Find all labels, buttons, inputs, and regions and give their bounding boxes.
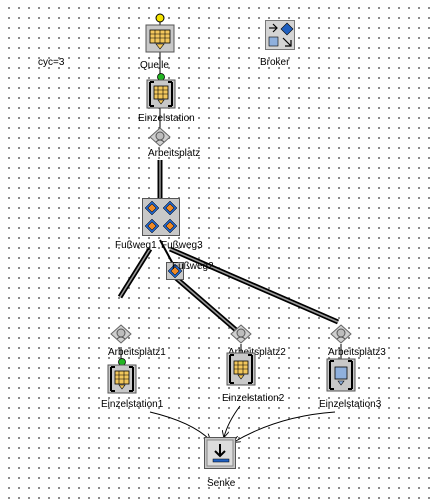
senke-node[interactable] [204, 437, 236, 469]
fussweg2-node[interactable] [166, 262, 184, 280]
walkway-hub-node[interactable] [142, 198, 180, 236]
einzelstation-node[interactable] [146, 73, 176, 109]
arbeitsplatz3-label: Arbeitsplatz3 [328, 347, 386, 358]
workplace-icon [110, 324, 132, 344]
cycle-label: cyc=3 [38, 57, 65, 68]
broker-node[interactable] [265, 20, 295, 50]
workplace-icon [149, 127, 171, 147]
broker-icon [265, 20, 295, 50]
workplace-icon [230, 324, 252, 344]
fussweg1-label: Fußweg1 [115, 240, 157, 251]
connector-es2-senke[interactable] [224, 405, 241, 437]
arbeitsplatz2-label: Arbeitsplatz2 [228, 347, 286, 358]
arbeitsplatz1-node[interactable] [110, 324, 132, 344]
arbeitsplatz2-node[interactable] [230, 324, 252, 344]
fussweg3-label: Fußweg3 [161, 240, 203, 251]
arbeitsplatz-label: Arbeitsplatz [148, 148, 201, 159]
workplace-icon [330, 324, 352, 344]
walkway-hub-icon [142, 198, 180, 236]
walkway-icon [166, 262, 184, 280]
single-station-icon [146, 73, 176, 109]
arbeitsplatz3-node[interactable] [330, 324, 352, 344]
fussweg2-label: Fußweg2 [172, 261, 214, 272]
source-icon [145, 13, 175, 53]
einzelstation2-label: Einzelstation2 [222, 393, 285, 404]
single-station-icon [326, 358, 356, 394]
walkway-hub-fussweg2[interactable] [159, 239, 174, 265]
einzelstation3-label: Einzelstation3 [319, 399, 382, 410]
senke-label: Senke [207, 478, 236, 489]
einzelstation3-node[interactable] [326, 358, 356, 394]
quelle-label: Quelle [140, 60, 169, 71]
single-station-icon [226, 352, 256, 388]
broker-label: Broker [260, 57, 290, 68]
sink-icon [204, 437, 236, 469]
einzelstation-label: Einzelstation [138, 113, 195, 124]
connector-es3-senke[interactable] [234, 411, 336, 442]
einzelstation1-node[interactable] [107, 358, 137, 394]
arbeitsplatz1-label: Arbeitsplatz1 [108, 347, 166, 358]
einzelstation1-label: Einzelstation1 [101, 399, 164, 410]
connector-es1-senke[interactable] [149, 411, 210, 440]
single-station-icon [107, 358, 137, 394]
quelle-node[interactable] [145, 13, 175, 53]
einzelstation2-node[interactable] [226, 352, 256, 388]
arbeitsplatz-node[interactable] [149, 127, 171, 147]
